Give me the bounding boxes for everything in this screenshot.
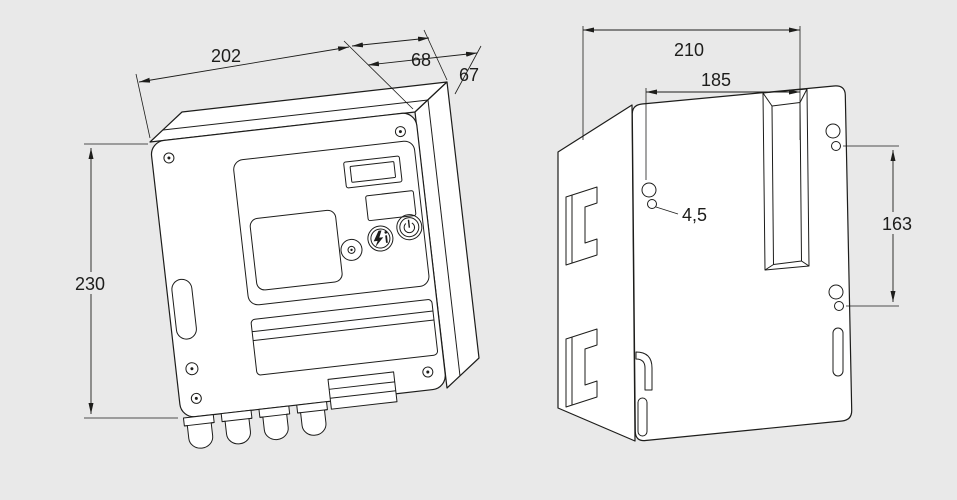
terminal-connector — [327, 371, 398, 410]
cable-glands — [182, 401, 328, 449]
dim-label-67: 67 — [459, 65, 479, 85]
dim-label-185: 185 — [701, 70, 731, 90]
display-window — [343, 155, 403, 189]
dim-67: 67 — [367, 45, 482, 95]
dim-label-163: 163 — [882, 214, 912, 234]
signal-lamp-icon — [347, 245, 356, 254]
viewing-window — [249, 209, 343, 291]
dim-230: 230 — [71, 143, 178, 419]
power-icon — [403, 219, 416, 234]
mounting-hook-bottom — [565, 328, 598, 408]
signal-lamp — [340, 238, 363, 261]
cable-gland — [182, 414, 215, 449]
dim-label-202: 202 — [211, 46, 241, 66]
mounting-keyhole-top-right — [825, 123, 841, 151]
corner-screw-top-right — [394, 126, 406, 138]
dim-210: 210 — [582, 26, 801, 140]
corner-screw-bottom-left — [190, 392, 202, 404]
retainer-hook-bottom-left — [635, 351, 653, 391]
label-area — [250, 299, 439, 376]
mounting-keyhole-bottom-right — [828, 284, 844, 311]
control-panel — [233, 140, 430, 306]
reset-info-button — [367, 225, 394, 252]
power-button — [396, 214, 423, 241]
status-window — [365, 190, 417, 222]
side-slot — [171, 278, 197, 340]
reset-info-icon — [373, 230, 388, 248]
door-screw — [185, 362, 199, 376]
rear-back-face — [631, 85, 853, 442]
rear-view: 210 185 163 4,5 — [557, 26, 916, 442]
mounting-keyhole-top-left — [641, 182, 657, 209]
dim-label-230: 230 — [75, 274, 105, 294]
cable-gland — [296, 401, 328, 436]
cable-gland — [258, 405, 291, 441]
housing-seam-top — [162, 99, 429, 131]
vent-slot-bottom-left — [637, 397, 648, 437]
housing-seam-side — [427, 99, 461, 377]
dim-163: 163 — [843, 145, 916, 307]
vent-slot-bottom-right — [832, 327, 844, 377]
dim-label-210: 210 — [674, 40, 704, 60]
front-isometric-view: 202 68 67 230 — [71, 29, 482, 449]
corner-screw-top-left — [163, 152, 175, 164]
device-front-face — [150, 112, 446, 449]
dim-185: 185 — [645, 70, 800, 180]
front-door — [150, 112, 446, 418]
dim-4-5: 4,5 — [655, 205, 707, 225]
dim-68: 68 — [351, 29, 448, 81]
dim-202: 202 — [135, 40, 414, 139]
mounting-hook-top — [565, 186, 598, 266]
cable-gland — [220, 409, 253, 445]
corner-screw-bottom-right — [422, 366, 434, 378]
dim-label-4-5: 4,5 — [682, 205, 707, 225]
